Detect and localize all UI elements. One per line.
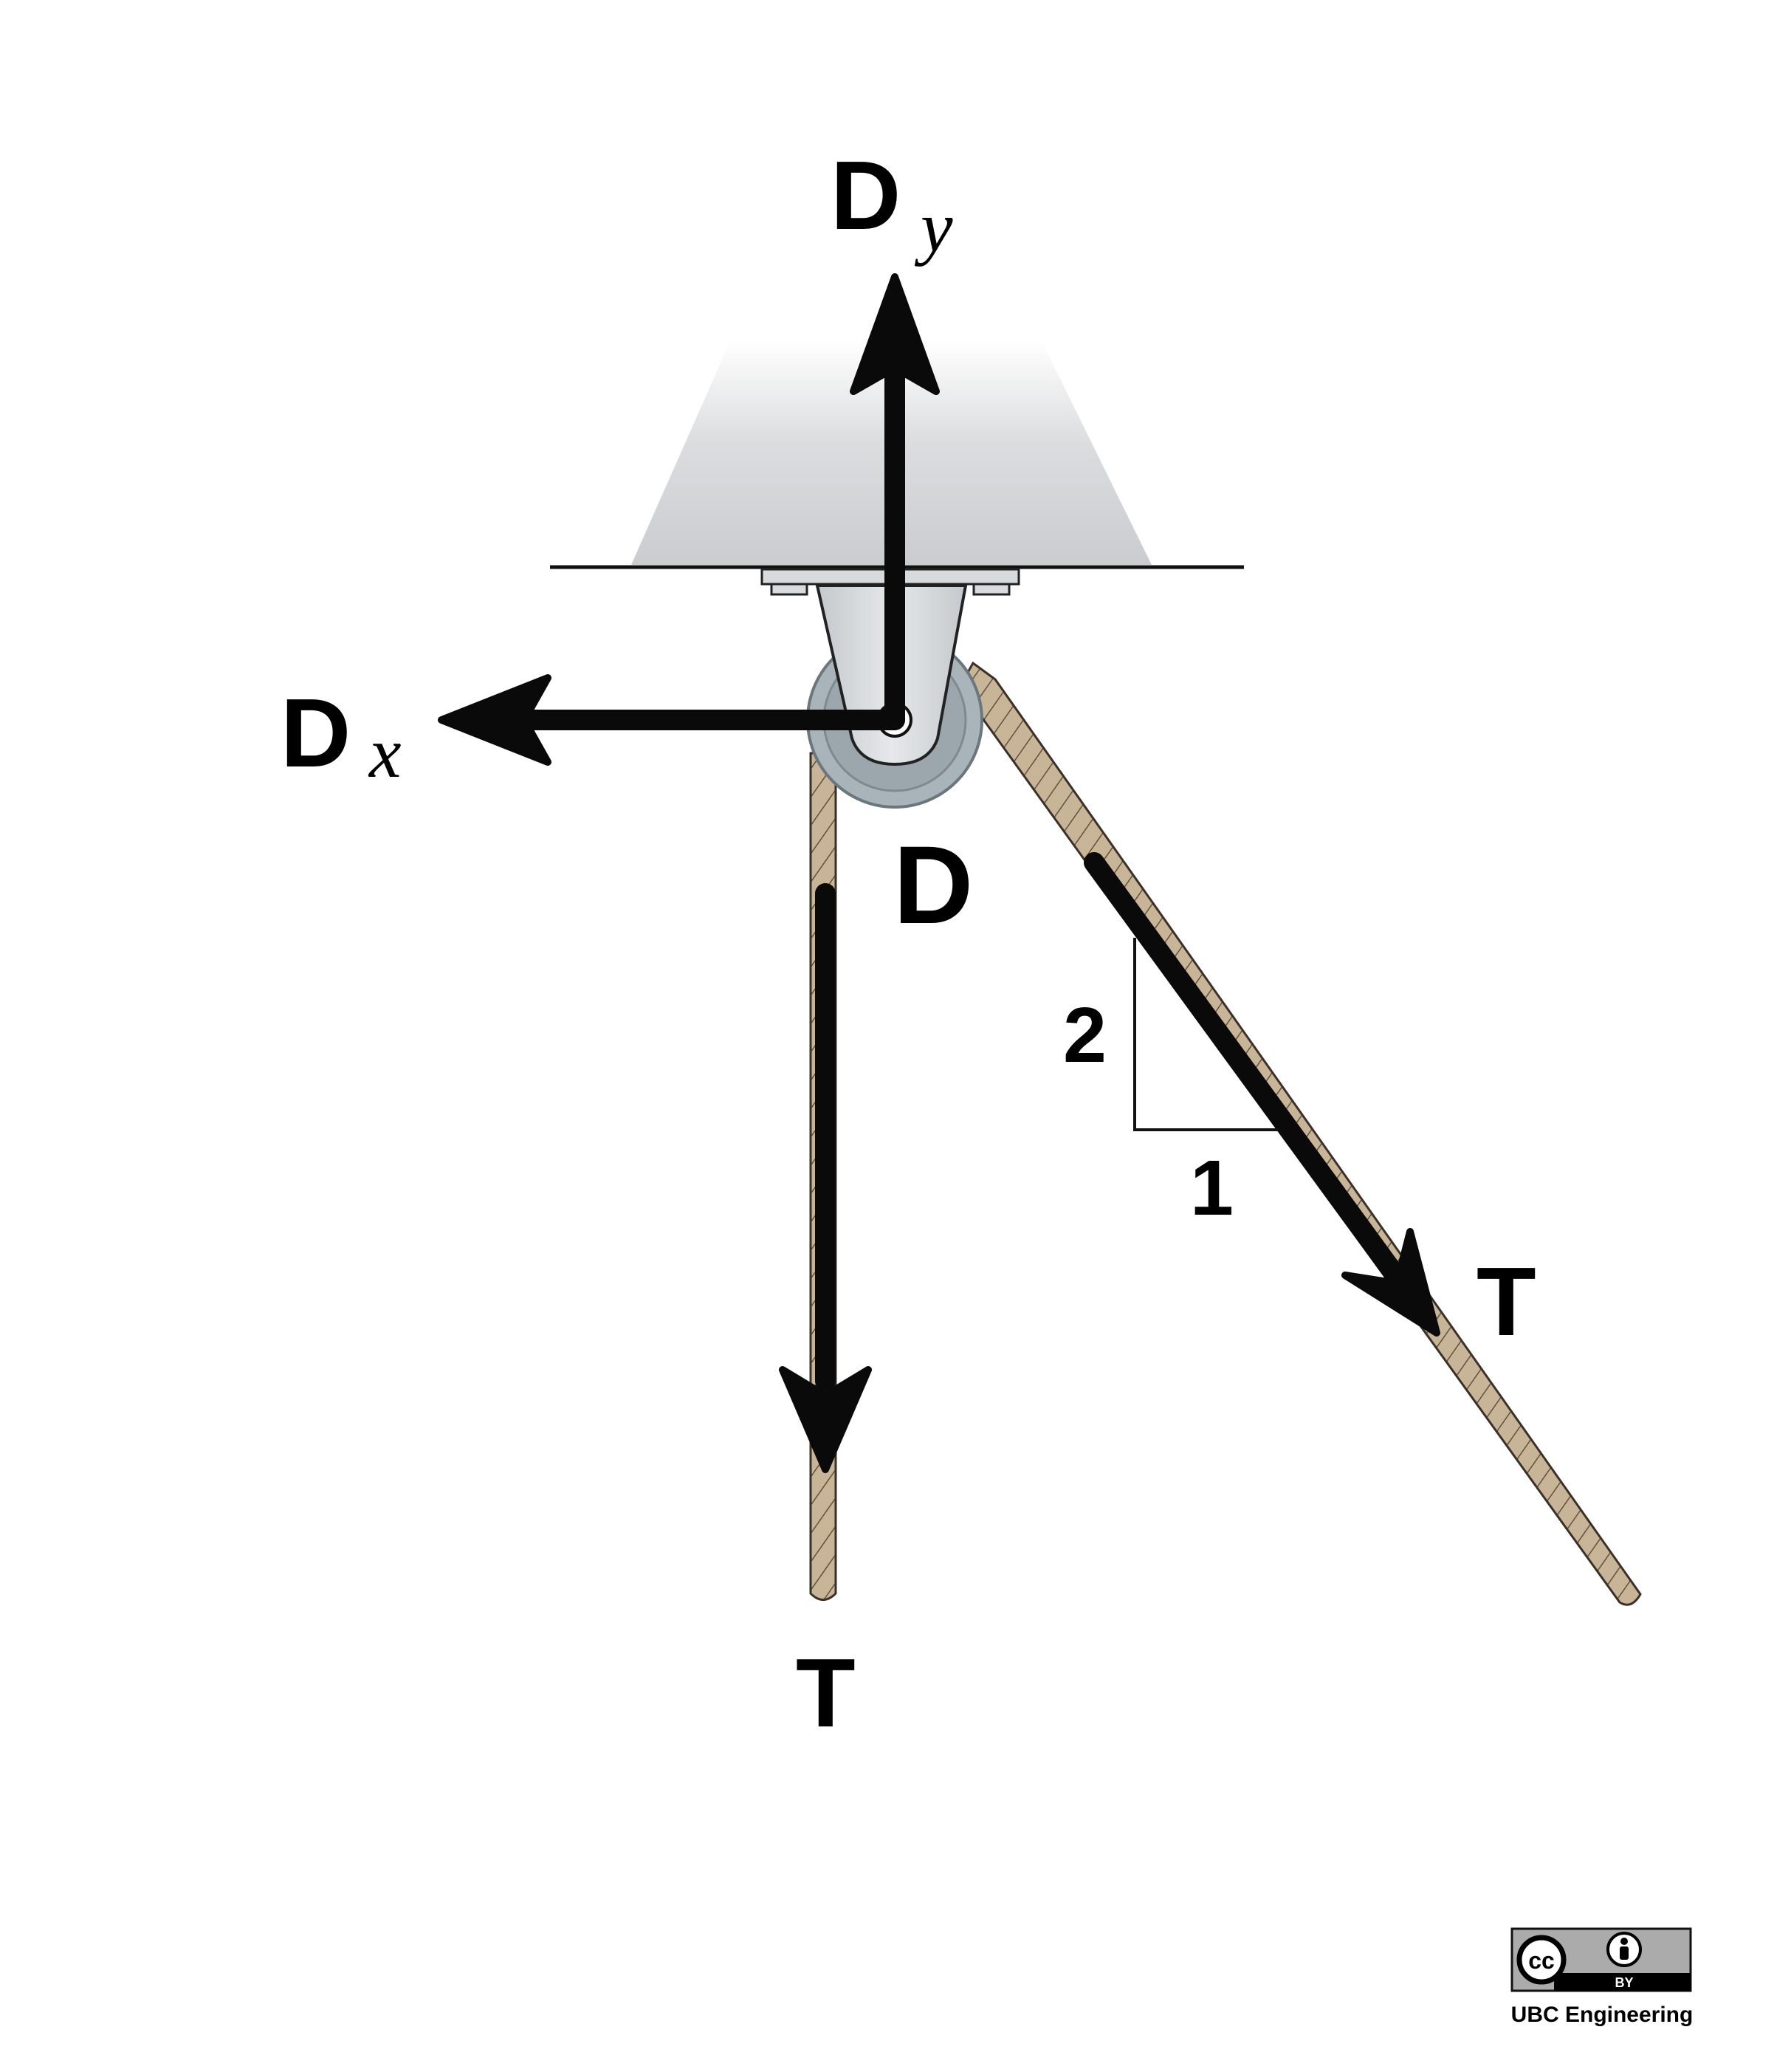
cc-icon: cc	[1516, 1935, 1567, 1985]
force-arrow-t-vertical	[779, 883, 872, 1473]
label-dx-sub: x	[368, 713, 402, 793]
label-dy-sub: y	[914, 188, 953, 267]
cc-mark: cc	[1528, 1947, 1555, 1974]
force-arrow-dy	[850, 273, 940, 730]
label-t-vertical: T	[796, 1639, 856, 1747]
slope-triangle	[1133, 938, 1279, 1131]
mount-bolt-left	[770, 583, 808, 596]
force-arrows	[438, 273, 1440, 1473]
arrow-shaft-t-slope	[1084, 852, 1410, 1291]
attribution-person-icon	[1606, 1932, 1642, 1967]
label-dy-main: D	[831, 141, 901, 250]
force-arrow-dx	[438, 674, 905, 766]
license-badge: cc BY UBC Engineering	[1510, 1927, 1694, 2027]
license-credit: UBC Engineering	[1511, 2003, 1694, 2027]
slope-triangle-legs	[1133, 938, 1279, 1131]
label-slope-rise: 2	[1063, 992, 1107, 1079]
rope	[809, 661, 1642, 1606]
license-badge-bar	[1554, 1973, 1691, 1991]
by-text: BY	[1615, 1975, 1633, 1990]
label-t-slope: T	[1477, 1247, 1536, 1356]
label-dx-main: D	[281, 679, 351, 787]
arrow-icon	[779, 1366, 872, 1473]
arrow-icon	[1341, 1228, 1440, 1337]
force-arrow-t-slope	[1084, 852, 1440, 1337]
label-slope-run: 1	[1190, 1145, 1234, 1232]
mount-bolt-right	[972, 583, 1011, 596]
label-pulley: D	[893, 823, 973, 947]
labels: D y D x D 2 1 T T	[281, 141, 1536, 1747]
arrow-icon	[850, 273, 940, 395]
arrow-icon	[438, 674, 551, 766]
